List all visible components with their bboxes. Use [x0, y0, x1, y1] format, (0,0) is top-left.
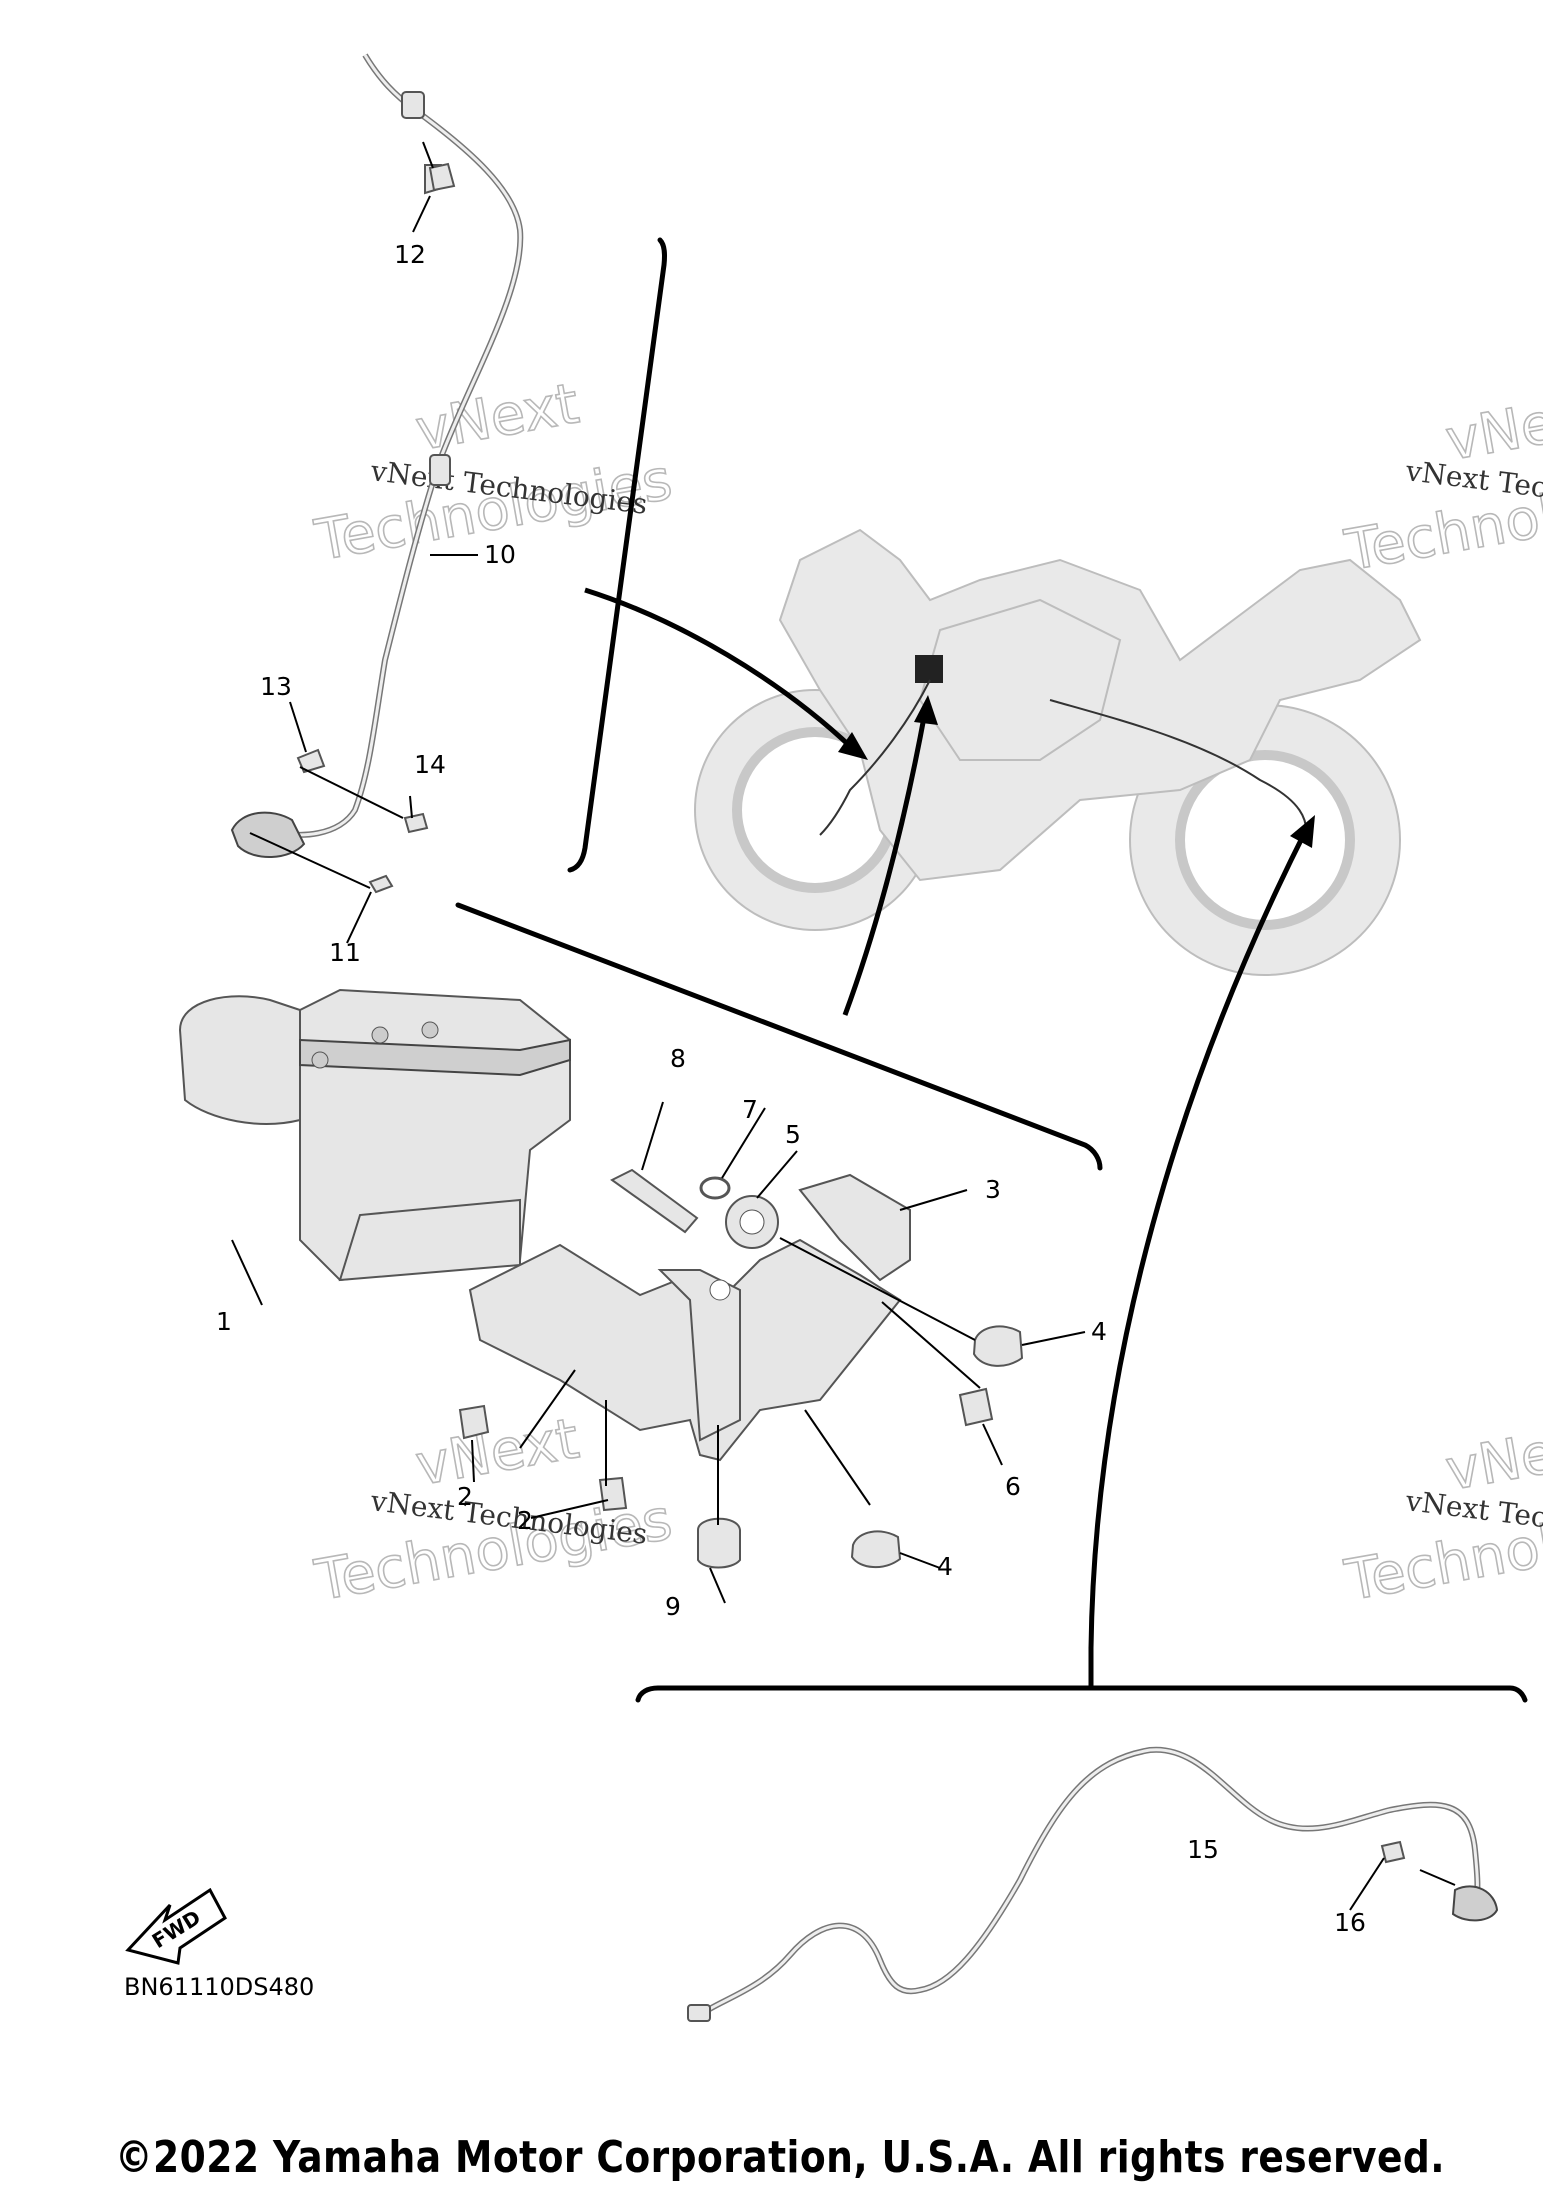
- part-4-damper: [850, 1325, 1024, 1568]
- part-5-grommet: [725, 1195, 779, 1249]
- callout-3: 3: [985, 1175, 1001, 1204]
- watermark-top-right: vNext Technologies vNext Technologies: [1339, 381, 1543, 585]
- group-brackets: [455, 237, 1528, 1703]
- callout-1: 1: [216, 1307, 232, 1336]
- part-14-bolt: [403, 812, 429, 834]
- callout-9: 9: [665, 1592, 681, 1621]
- copyright-notice: ©2022 Yamaha Motor Corporation, U.S.A. A…: [115, 2132, 1445, 2183]
- callout-4-upper: 4: [1091, 1317, 1107, 1346]
- watermark-big-vnext: vNext: [411, 1406, 583, 1498]
- part-6-collar: [958, 1387, 994, 1427]
- callout-15: 15: [1187, 1835, 1219, 1864]
- part-12-clamp: [428, 162, 456, 192]
- part-16-bolt: [1380, 1840, 1406, 1864]
- callout-2-left: 2: [457, 1482, 473, 1511]
- callout-16: 16: [1334, 1908, 1366, 1937]
- callout-2-center: 2: [517, 1506, 533, 1535]
- fwd-arrow-icon: FWD: [125, 1887, 227, 1965]
- part-9-grommet: [697, 1517, 741, 1569]
- part-8-bolt: [610, 1168, 699, 1234]
- part-7-washer: [699, 1176, 731, 1200]
- motorcycle-illustration: [694, 528, 1422, 976]
- callout-11: 11: [329, 938, 361, 967]
- part-15-rear-sensor-lead: [687, 1746, 1499, 2022]
- watermark-bottom-left: vNext Technologies vNext Technologies: [309, 1406, 677, 1615]
- callout-5: 5: [785, 1120, 801, 1149]
- callout-4-lower: 4: [937, 1552, 953, 1581]
- part-11-bolt: [368, 874, 394, 894]
- callout-14: 14: [414, 750, 446, 779]
- callout-7: 7: [742, 1095, 758, 1124]
- watermark-big-vnext: vNext: [411, 371, 583, 463]
- leader-lines: [231, 141, 1456, 1911]
- callout-12: 12: [394, 240, 426, 269]
- part-10-front-sensor-lead: [230, 53, 524, 859]
- part-3-bracket: [468, 1173, 911, 1462]
- callout-6: 6: [1005, 1472, 1021, 1501]
- part-1-hydraulic-unit-assembly: [178, 988, 571, 1282]
- callout-8: 8: [670, 1044, 686, 1073]
- drawing-code: BN61110DS480: [124, 1973, 314, 2001]
- watermark-bottom-right: vNext Technologies vNext Technologies: [1339, 1411, 1543, 1615]
- location-arrows: [584, 587, 1315, 1649]
- abs-unit-location: [915, 655, 943, 683]
- callout-13: 13: [260, 672, 292, 701]
- callout-10: 10: [484, 540, 516, 569]
